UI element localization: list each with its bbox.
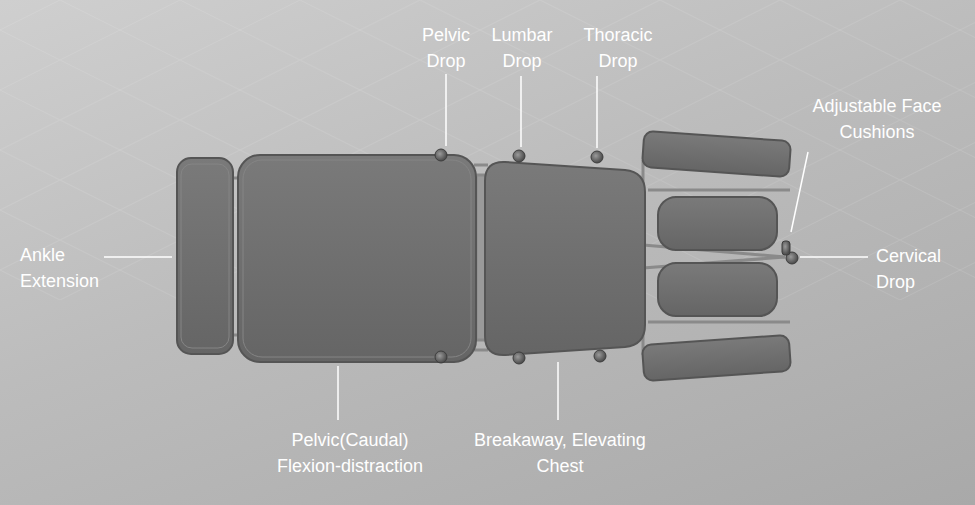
ankle-pad (177, 158, 233, 354)
pad-edge (181, 164, 229, 348)
chest-pad (485, 162, 645, 355)
flexion-distraction-label: Pelvic(Caudal) Flexion-distraction (260, 427, 440, 479)
drop-knobs (435, 149, 798, 364)
face-cushions-label: Adjustable Face Cushions (805, 93, 950, 145)
cervical-drop-label: Cervical Drop (876, 243, 966, 295)
leader-lines (104, 74, 868, 420)
face-cushion (658, 263, 777, 316)
thoracic-drop-label: Thoracic Drop (573, 22, 663, 74)
armrest (642, 131, 791, 177)
lumbar-drop-label: Lumbar Drop (482, 22, 562, 74)
pad-edge (243, 160, 471, 357)
ankle-extension-label: Ankle Extension (20, 242, 120, 294)
pelvic-pad (238, 155, 476, 362)
armrest (642, 335, 791, 381)
elevating-chest-label: Breakaway, Elevating Chest (453, 427, 668, 479)
face-cushion (658, 197, 777, 250)
pelvic-drop-label: Pelvic Drop (411, 22, 481, 74)
